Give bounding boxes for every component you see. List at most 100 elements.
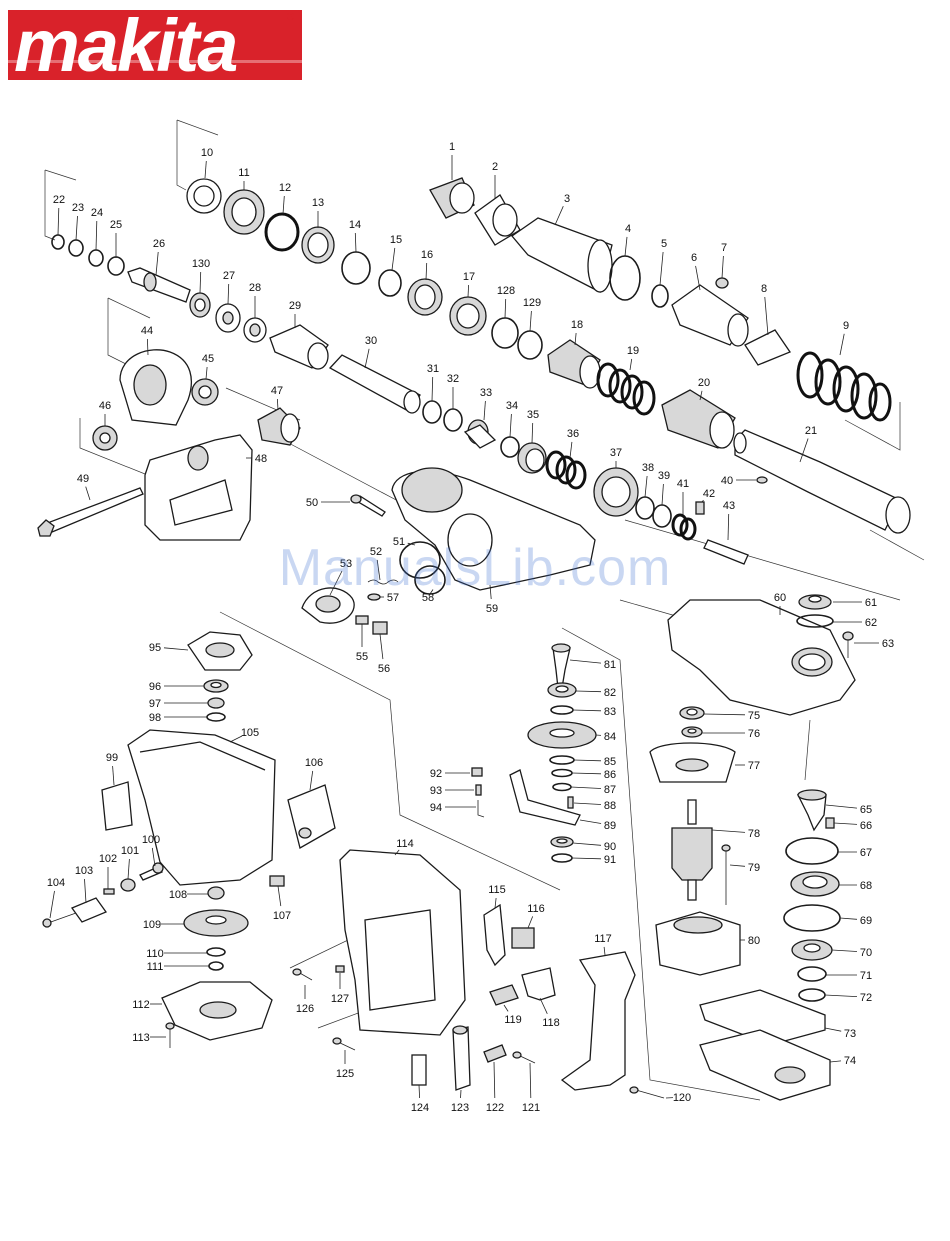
callout-number-119: 119 <box>504 1014 522 1026</box>
callout-number-41: 41 <box>677 478 689 490</box>
callout-39: 39 <box>658 470 670 506</box>
cable-part-124 <box>411 1054 427 1086</box>
callout-42: 42 <box>701 488 715 503</box>
leader-line-119 <box>503 1004 509 1012</box>
callout-128: 128 <box>497 285 515 319</box>
callout-77: 77 <box>735 760 760 772</box>
callout-91: 91 <box>571 854 616 866</box>
leader-line-78 <box>711 829 746 833</box>
leader-line-24 <box>95 220 98 251</box>
leader-line-10 <box>204 160 207 179</box>
callout-58: 58 <box>422 589 434 604</box>
callout-number-2: 2 <box>492 161 498 173</box>
callout-number-19: 19 <box>627 345 639 357</box>
chuck-sleeve-part-2 <box>474 194 521 246</box>
callout-125: 125 <box>336 1050 354 1080</box>
leader-line-130 <box>199 271 202 294</box>
callout-72: 72 <box>824 992 872 1004</box>
sleeve-part-18 <box>547 339 601 389</box>
leader-line-34 <box>509 413 512 438</box>
leader-line-90 <box>572 842 602 846</box>
callout-5: 5 <box>659 238 667 286</box>
callout-126: 126 <box>296 985 314 1015</box>
gear-part-47 <box>257 407 301 446</box>
callout-63: 63 <box>854 638 894 650</box>
callout-112: 112 <box>132 999 162 1011</box>
leader-line-117 <box>603 946 606 956</box>
callout-number-36: 36 <box>567 428 579 440</box>
callout-number-68: 68 <box>860 880 872 892</box>
ring-part-31 <box>422 400 442 424</box>
callout-number-26: 26 <box>153 238 165 250</box>
callout-number-25: 25 <box>110 219 122 231</box>
callout-62: 62 <box>833 617 877 629</box>
leader-line-118 <box>539 997 548 1014</box>
ring-part-86 <box>551 768 573 778</box>
callout-number-62: 62 <box>865 617 877 629</box>
screw-part-126 <box>292 968 313 981</box>
leader-line-27 <box>227 283 230 305</box>
makita-logo: makita <box>8 10 302 80</box>
callout-number-85: 85 <box>604 756 616 768</box>
callout-number-71: 71 <box>860 970 872 982</box>
callout-114: 114 <box>394 838 414 856</box>
screw-part-79 <box>721 844 731 905</box>
callout-24: 24 <box>91 207 103 251</box>
callout-36: 36 <box>567 428 579 459</box>
callout-number-116: 116 <box>527 903 545 915</box>
pin-part-42 <box>695 501 705 515</box>
ring-part-110 <box>206 947 226 957</box>
leader-line-99 <box>112 765 115 786</box>
callout-56: 56 <box>378 633 390 675</box>
callout-80: 80 <box>740 935 760 947</box>
callout-number-130: 130 <box>192 258 210 270</box>
leader-line-81 <box>569 659 602 664</box>
leader-line-83 <box>572 709 602 712</box>
block-part-107 <box>269 875 285 887</box>
callout-55: 55 <box>356 624 368 663</box>
callout-number-114: 114 <box>396 838 414 850</box>
callout-25: 25 <box>110 219 122 258</box>
callout-number-6: 6 <box>691 252 697 264</box>
callout-99: 99 <box>106 752 118 786</box>
fan-part-109 <box>183 909 249 937</box>
ring-part-22 <box>51 234 65 250</box>
callout-20: 20 <box>698 377 710 401</box>
callout-106: 106 <box>305 757 323 791</box>
callout-number-65: 65 <box>860 804 872 816</box>
rod-part-43 <box>703 539 749 565</box>
callout-23: 23 <box>72 202 84 241</box>
ring-part-129 <box>517 330 543 360</box>
leader-line-23 <box>75 215 78 241</box>
callout-47: 47 <box>271 385 283 411</box>
screw-part-125 <box>332 1037 356 1051</box>
leader-line-4 <box>624 236 628 257</box>
callout-103: 103 <box>75 865 93 904</box>
callout-number-113: 113 <box>132 1032 150 1044</box>
plate-part-106 <box>287 784 336 849</box>
leader-line-101 <box>127 858 130 880</box>
callout-90: 90 <box>572 841 616 853</box>
block-part-119 <box>489 984 519 1006</box>
ring-part-91 <box>551 853 573 863</box>
gear-part-84 <box>527 721 597 749</box>
leader-line-115 <box>494 897 497 909</box>
callout-number-91: 91 <box>604 854 616 866</box>
ring-part-24 <box>88 249 104 267</box>
callout-number-63: 63 <box>882 638 894 650</box>
callout-number-49: 49 <box>77 473 89 485</box>
bolt-part-49 <box>37 487 144 537</box>
callout-9: 9 <box>839 320 849 356</box>
ring-part-10 <box>186 178 222 214</box>
callout-number-126: 126 <box>296 1003 314 1015</box>
callout-84: 84 <box>595 731 616 743</box>
block-part-56 <box>372 621 388 635</box>
callout-number-107: 107 <box>273 910 291 922</box>
callout-number-5: 5 <box>661 238 667 250</box>
spring-part-52 <box>367 579 399 585</box>
callout-118: 118 <box>539 997 560 1029</box>
callout-93: 93 <box>430 785 474 797</box>
sleeve-part-20 <box>661 389 736 449</box>
leader-line-43 <box>727 513 730 541</box>
callout-2: 2 <box>492 161 498 198</box>
